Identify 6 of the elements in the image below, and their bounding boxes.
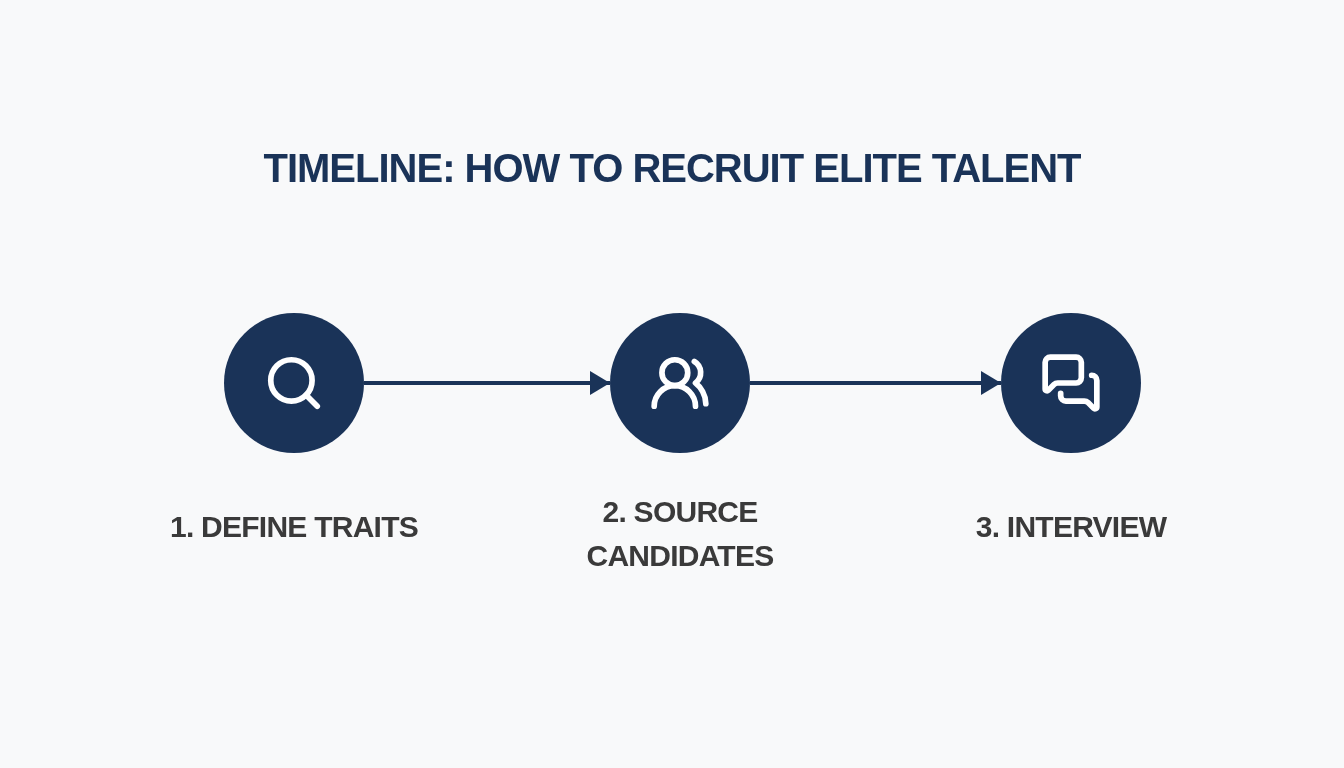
arrow — [364, 371, 610, 395]
title: TIMELINE: HOW TO RECRUIT ELITE TALENT — [263, 145, 1081, 192]
arrow — [750, 371, 1001, 395]
step-label: 2. SOURCE CANDIDATES — [585, 494, 775, 574]
step-label: 1. DEFINE TRAITS — [169, 509, 419, 545]
step-label: 3. INTERVIEW — [974, 509, 1168, 545]
